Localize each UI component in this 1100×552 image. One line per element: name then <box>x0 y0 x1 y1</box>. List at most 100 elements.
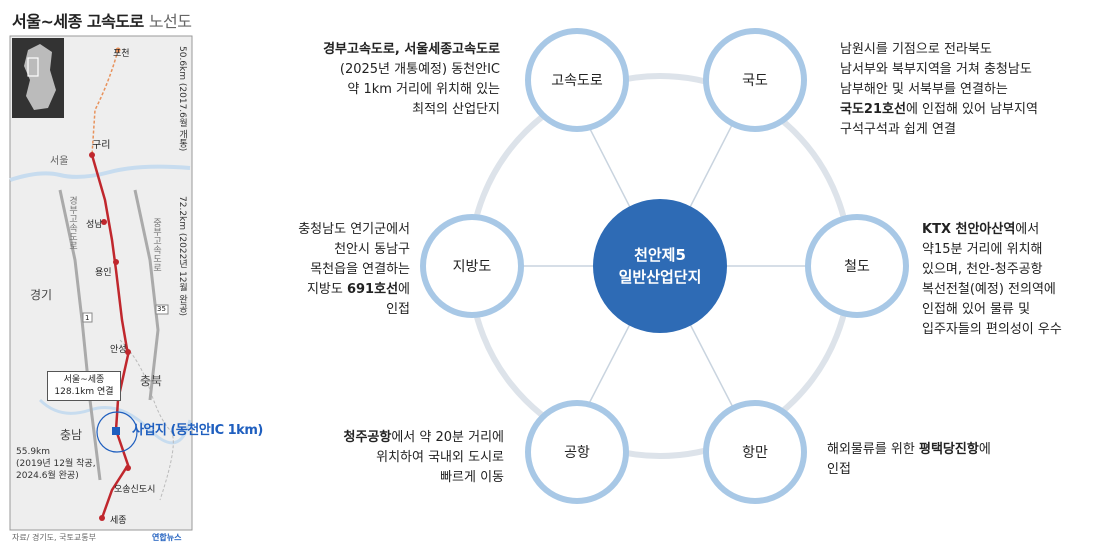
anseong-dot <box>125 349 131 355</box>
node-national-road: 국도 <box>703 28 807 132</box>
site-circle <box>96 411 138 453</box>
city-sejong: 세종 <box>110 516 127 526</box>
city-yongin: 용인 <box>95 268 112 278</box>
desc-local-line5: 인접 <box>386 302 410 317</box>
desc-national-line1: 남원시를 기점으로 전라북도 <box>840 42 992 57</box>
agency-logo: 연합뉴스 <box>152 533 182 542</box>
jungbu-label: 중부고속도로 <box>151 218 161 272</box>
city-guri: 구리 <box>92 140 111 151</box>
node-local-road: 지방도 <box>420 214 524 318</box>
desc-port-line1-pre: 해외물류를 위한 <box>827 442 919 457</box>
desc-highway-line2: (2025년 개통예정) 동천안IC <box>339 62 500 77</box>
node-airport: 공항 <box>525 400 629 504</box>
yongin-dot <box>113 259 119 265</box>
han-river <box>9 164 191 182</box>
desc-highway-line3: 약 1km 거리에 위치해 있는 <box>347 82 500 97</box>
seongnam-dot <box>101 219 107 225</box>
desc-railway-line6: 입주자들의 편의성이 우수 <box>922 322 1062 337</box>
desc-railway-line1-rest: 에서 <box>1015 222 1040 237</box>
map-graphic <box>9 35 193 531</box>
desc-airport-line3: 빠르게 이동 <box>440 470 504 485</box>
guri-dot <box>89 152 95 158</box>
planned-route-north <box>91 49 119 156</box>
desc-national-bold: 국도21호선 <box>840 102 906 117</box>
desc-railway-line5: 인접해 있어 물류 및 <box>922 302 1031 317</box>
desc-port-bold: 평택당진항 <box>919 442 979 457</box>
region-chungbuk: 충북 <box>140 374 163 388</box>
desc-port: 해외물류를 위한 평택당진항에 인접 <box>827 440 991 480</box>
segment2-label: 72.2km (2022년 12월 완공) <box>177 196 187 316</box>
city-osong: 오송신도시 <box>114 485 156 495</box>
city-seongnam: 성남 <box>86 220 103 230</box>
desc-national-line5: 구석구석과 쉽게 연결 <box>840 122 956 137</box>
desc-railway-line3: 있으며, 천안-청주공항 <box>922 262 1043 277</box>
center-node: 천안제5 일반산업단지 <box>593 199 727 333</box>
city-pocheon: 포천 <box>113 49 130 59</box>
road-shield-35 <box>155 304 169 315</box>
desc-national-line3: 남부해안 및 서북부를 연결하는 <box>840 82 1008 97</box>
jungbu-expressway-line <box>133 189 160 401</box>
node-national-road-label: 국도 <box>742 73 768 89</box>
desc-local-road: 충청남도 연기군에서 천안시 동남구 목천읍을 연결하는 지방도 691호선에 … <box>298 220 410 320</box>
region-gyeonggi: 경기 <box>30 288 53 302</box>
sejong-dot <box>99 515 105 521</box>
site-marker <box>112 427 120 435</box>
map-credit: 자료/ 경기도, 국토교통부 <box>12 533 96 542</box>
node-local-road-label: 지방도 <box>452 259 492 275</box>
desc-national-line4: 에 인접해 있어 남부지역 <box>905 102 1038 117</box>
korea-inset-shape <box>24 44 56 110</box>
note-line3: 2024.6월 완공) <box>16 471 79 481</box>
pocheon-dot <box>115 47 121 53</box>
desc-local-line1: 충청남도 연기군에서 <box>298 222 410 237</box>
desc-airport-line2: 위치하여 국내외 도시로 <box>376 450 504 465</box>
map-title: 서울~세종 고속도로 노선도 <box>12 8 192 32</box>
node-railway: 철도 <box>805 214 909 318</box>
site-label: 사업지 (동천안IC 1km) <box>132 423 263 438</box>
construction-note: 55.9km (2019년 12월 착공, 2024.6월 완공) <box>16 446 96 482</box>
desc-port-line2: 인접 <box>827 462 851 477</box>
desc-railway-line2: 약15분 거리에 위치해 <box>922 242 1043 257</box>
desc-railway-line4: 복선전철(예정) 전의역에 <box>922 282 1056 297</box>
region-chungnam: 충남 <box>60 428 83 442</box>
desc-local-line3: 목천읍을 연결하는 <box>310 262 410 277</box>
center-line2: 일반산업단지 <box>618 268 702 286</box>
segment1-label: 50.6km (2017.6월 개통) <box>177 46 187 152</box>
desc-port-line1-rest: 에 <box>978 442 991 457</box>
desc-local-bold: 691호선 <box>346 282 399 297</box>
callout-line2: 128.1km 연결 <box>54 387 114 397</box>
desc-local-line4-rest: 에 <box>398 282 410 297</box>
node-port: 항만 <box>703 400 807 504</box>
node-highway: 고속도로 <box>525 28 629 132</box>
node-railway-label: 철도 <box>844 259 870 275</box>
province-border <box>119 339 174 501</box>
desc-airport: 청주공항에서 약 20분 거리에 위치하여 국내외 도시로 빠르게 이동 <box>343 428 504 488</box>
center-line1: 천안제5 <box>634 246 686 264</box>
route-length-callout: 서울~세종 128.1km 연결 <box>47 371 121 401</box>
note-line1: 55.9km <box>16 447 51 457</box>
note-line2: (2019년 12월 착공, <box>16 459 96 469</box>
inset-highlight-box <box>27 57 39 77</box>
desc-national-road: 남원시를 기점으로 전라북도 남서부와 북부지역을 거쳐 충청남도 남부해안 및… <box>840 40 1038 140</box>
map-title-main: 서울~세종 고속도로 <box>12 12 144 31</box>
desc-highway-bold: 경부고속도로, 서울세종고속도로 <box>323 42 500 57</box>
gyeongbu-expressway-line <box>58 189 102 481</box>
desc-national-line2: 남서부와 북부지역을 거쳐 충청남도 <box>840 62 1032 77</box>
map-background <box>9 35 193 531</box>
osong-dot <box>125 465 131 471</box>
node-port-label: 항만 <box>742 445 768 461</box>
desc-highway: 경부고속도로, 서울세종고속도로 (2025년 개통예정) 동천안IC 약 1k… <box>323 40 500 120</box>
desc-local-line2: 천안시 동남구 <box>334 242 410 257</box>
city-anseong: 안성 <box>110 345 127 355</box>
geum-river <box>38 398 192 445</box>
route-map-panel: 서울~세종 고속도로 노선도 포천 구리 <box>0 0 200 552</box>
node-highway-label: 고속도로 <box>551 73 603 89</box>
callout-line1: 서울~세종 <box>63 375 105 385</box>
desc-airport-line1-rest: 에서 약 20분 거리에 <box>391 430 504 445</box>
map-title-sub: 노선도 <box>148 12 192 31</box>
node-airport-label: 공항 <box>564 445 590 461</box>
road-number-35: 35 <box>157 305 166 313</box>
road-number-1: 1 <box>85 314 90 322</box>
desc-railway-bold: KTX 천안아산역 <box>922 222 1016 237</box>
city-seoul: 서울 <box>50 156 69 167</box>
gyeongbu-label: 경부고속도로 <box>67 196 77 250</box>
